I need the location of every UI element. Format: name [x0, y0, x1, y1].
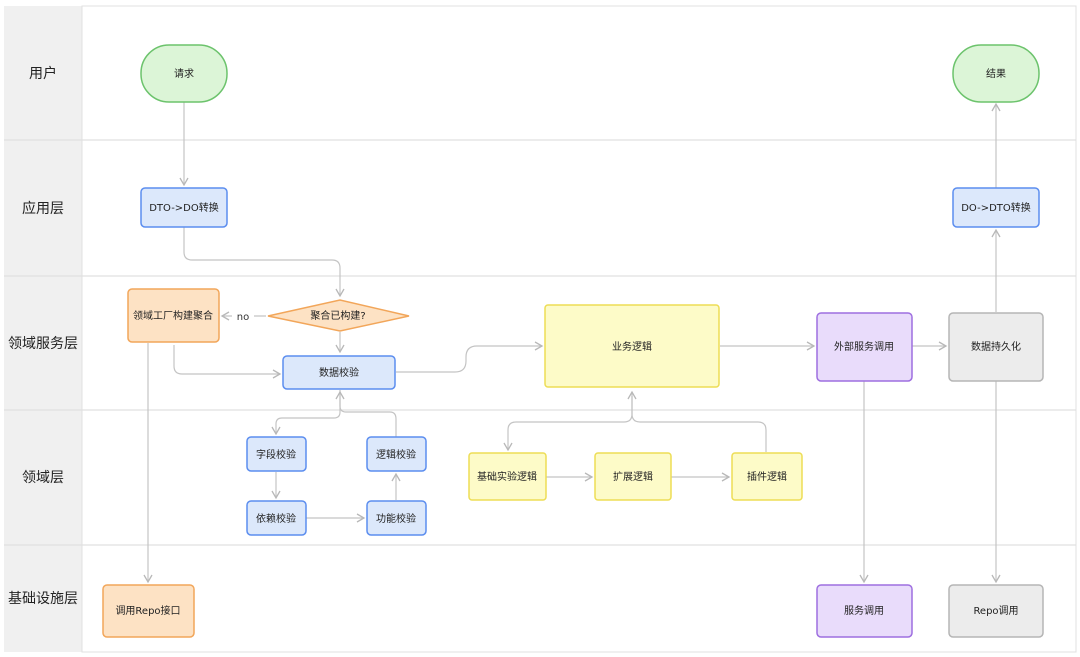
- edge-validation-to-business: [396, 341, 544, 373]
- lane-header-column: [4, 6, 82, 652]
- node-result-label: 结果: [986, 67, 1006, 80]
- edge-factory-to-validation: [173, 345, 282, 379]
- node-factory-build-label: 领域工厂构建聚合: [133, 309, 213, 322]
- node-dependency-validation-shape: [246, 500, 307, 536]
- node-repo-interface-call-shape: [102, 584, 195, 638]
- node-field-validation: 字段校验: [246, 436, 307, 472]
- node-dependency-validation-label: 依赖校验: [256, 512, 296, 525]
- node-data-validation: 数据校验: [282, 355, 396, 390]
- node-plugin-logic-shape: [731, 452, 803, 501]
- node-extension-logic-shape: [594, 452, 672, 501]
- node-field-validation-label: 字段校验: [256, 448, 296, 461]
- edges: [143, 102, 1001, 584]
- edge-plugin-to-business: [627, 390, 767, 452]
- node-extension-logic-label: 扩展逻辑: [613, 470, 653, 483]
- node-data-validation-shape: [282, 355, 396, 390]
- edge-label-no: no: [237, 312, 249, 323]
- node-persistence: 数据持久化: [948, 312, 1044, 382]
- edge-business-to-base: [503, 396, 633, 452]
- lane-label-infrastructure: 基础设施层: [8, 590, 78, 607]
- node-external-service-call-shape: [816, 312, 913, 382]
- node-persistence-label: 数据持久化: [971, 340, 1021, 353]
- node-result-shape: [952, 44, 1040, 103]
- node-dependency-validation: 依赖校验: [246, 500, 307, 536]
- node-base-impl-logic: 基础实验逻辑: [468, 452, 547, 501]
- edge-dto-to-aggregate-check: [183, 227, 345, 298]
- node-data-validation-label: 数据校验: [319, 366, 359, 379]
- node-do-to-dto-shape: [952, 187, 1040, 228]
- node-factory-build-shape: [127, 288, 220, 343]
- lane-label-application: 应用层: [22, 200, 64, 217]
- node-function-validation-label: 功能校验: [376, 512, 416, 525]
- lane-label-user: 用户: [29, 65, 57, 82]
- edge-label-bg: [232, 309, 254, 323]
- node-extension-logic: 扩展逻辑: [594, 452, 672, 501]
- node-service-call: 服务调用: [816, 584, 913, 638]
- node-plugin-logic-label: 插件逻辑: [747, 470, 787, 483]
- node-business-logic: 业务逻辑: [544, 304, 720, 388]
- node-dto-to-do: DTO->DO转换: [140, 187, 228, 228]
- node-request-shape: [140, 44, 228, 103]
- node-service-call-label: 服务调用: [844, 604, 884, 617]
- node-aggregate-built: 聚合已构建?: [267, 299, 410, 332]
- node-repo-call-shape: [948, 584, 1044, 638]
- node-business-logic-shape: [544, 304, 720, 388]
- node-logic-validation: 逻辑校验: [366, 436, 427, 472]
- node-result: 结果: [952, 44, 1040, 103]
- node-do-to-dto: DO->DTO转换: [952, 187, 1040, 228]
- node-dto-to-do-shape: [140, 187, 228, 228]
- node-function-validation-shape: [366, 500, 427, 536]
- node-repo-interface-call: 调用Repo接口: [102, 584, 195, 638]
- node-repo-interface-call-label: 调用Repo接口: [115, 604, 180, 617]
- lane-label-domain-service: 领域服务层: [8, 336, 78, 352]
- node-repo-call: Repo调用: [948, 584, 1044, 638]
- node-external-service-call: 外部服务调用: [816, 312, 913, 382]
- node-field-validation-shape: [246, 436, 307, 472]
- node-logic-validation-shape: [366, 436, 427, 472]
- node-base-impl-logic-label: 基础实验逻辑: [477, 470, 537, 483]
- node-function-validation: 功能校验: [366, 500, 427, 536]
- node-plugin-logic: 插件逻辑: [731, 452, 803, 501]
- node-service-call-shape: [816, 584, 913, 638]
- node-persistence-shape: [948, 312, 1044, 382]
- node-factory-build: 领域工厂构建聚合: [127, 288, 220, 343]
- node-aggregate-built-label: 聚合已构建?: [310, 309, 365, 322]
- lane-label-domain: 领域层: [22, 470, 64, 486]
- edge-logic-to-validation: [335, 390, 397, 437]
- node-external-service-call-label: 外部服务调用: [834, 340, 894, 353]
- node-base-impl-logic-shape: [468, 452, 547, 501]
- node-logic-validation-label: 逻辑校验: [376, 448, 416, 461]
- node-request: 请求: [140, 44, 228, 103]
- node-dto-to-do-label: DTO->DO转换: [149, 201, 219, 214]
- node-do-to-dto-label: DO->DTO转换: [961, 201, 1031, 214]
- node-request-label: 请求: [174, 67, 194, 80]
- node-aggregate-built-shape: [267, 299, 410, 332]
- node-business-logic-label: 业务逻辑: [612, 340, 652, 353]
- edge-validation-to-field: [271, 390, 341, 436]
- node-repo-call-label: Repo调用: [973, 605, 1018, 617]
